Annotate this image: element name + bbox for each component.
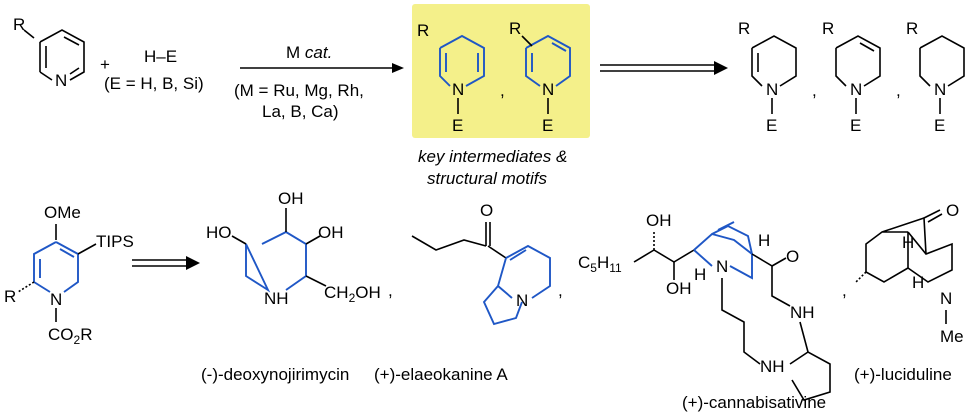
cannabisativine-o: O xyxy=(786,247,799,266)
comma-3: , xyxy=(896,81,901,100)
tetrahydropyridine-1: R N E xyxy=(738,19,797,135)
deoxynojirimycin-structure: OH HO OH CH2OH NH xyxy=(206,189,381,308)
precursor-tips: TIPS xyxy=(96,232,134,251)
pyridine-structure: R N xyxy=(13,15,85,90)
reagent-label: H–E xyxy=(144,47,177,66)
product-3-r-label: R xyxy=(906,19,918,38)
catalyst-arrow xyxy=(240,63,404,73)
name-deoxynojirimycin: (-)-deoxynojirimycin xyxy=(201,365,349,384)
caption-line-1: key intermediates & xyxy=(418,147,567,166)
intermediate-1-r-label: R xyxy=(417,21,429,40)
intermediate-2-n-label: N xyxy=(542,80,554,99)
luciduline-structure: O H H N Me xyxy=(855,201,964,346)
comma-4: , xyxy=(388,281,393,300)
piperidine: R N E xyxy=(906,19,965,135)
comma-2: , xyxy=(812,81,817,100)
dihydropyridine-precursor: OMe TIPS R N CO2R xyxy=(4,203,134,347)
multistep-arrow xyxy=(600,61,728,75)
luciduline-me: Me xyxy=(940,327,964,346)
product-2-e-label: E xyxy=(850,116,861,135)
pyridine-r-label: R xyxy=(13,15,25,34)
comma-6: , xyxy=(842,281,847,300)
dnj-ch2oh: CH2OH xyxy=(324,283,381,305)
bottom-double-arrow xyxy=(132,256,200,270)
intermediate-2-e-label: E xyxy=(542,116,553,135)
intermediate-2-r-label: R xyxy=(509,19,521,38)
cannabisativine-oh-bottom: OH xyxy=(666,279,692,298)
cannabisativine-n: N xyxy=(716,257,728,276)
intermediates-highlight-box xyxy=(412,4,590,138)
plus-sign: + xyxy=(100,55,110,74)
elaeokanine-n: N xyxy=(516,291,528,310)
luciduline-o: O xyxy=(946,201,959,220)
e-options-label: (E = H, B, Si) xyxy=(104,74,204,93)
cannabisativine-nh-ring: NH xyxy=(760,357,785,376)
luciduline-h-top: H xyxy=(902,233,914,252)
pyridine-n-label: N xyxy=(55,71,67,90)
cannabisativine-c5h11: C5H11 xyxy=(578,253,622,275)
name-elaeokanine-a: (+)-elaeokanine A xyxy=(374,365,508,384)
1-4-dihydropyridine: R N E xyxy=(417,21,485,135)
dnj-ho-left: HO xyxy=(206,223,232,242)
product-3-e-label: E xyxy=(934,116,945,135)
product-2-r-label: R xyxy=(822,19,834,38)
elaeokanine-o: O xyxy=(480,201,493,220)
precursor-ome: OMe xyxy=(44,203,81,222)
cannabisativine-oh-top: OH xyxy=(646,211,672,230)
product-1-n-label: N xyxy=(766,80,778,99)
intermediate-1-e-label: E xyxy=(452,116,463,135)
luciduline-h-bottom: H xyxy=(912,273,924,292)
dnj-oh-right: OH xyxy=(318,223,344,242)
elaeokanine-structure: O N xyxy=(411,201,551,326)
product-2-n-label: N xyxy=(850,80,862,99)
precursor-n: N xyxy=(50,290,62,309)
precursor-co2r: CO2R xyxy=(48,325,92,347)
precursor-r: R xyxy=(4,287,16,306)
product-1-r-label: R xyxy=(738,19,750,38)
name-luciduline: (+)-luciduline xyxy=(854,365,952,384)
caption-line-2: structural motifs xyxy=(427,169,547,188)
comma-1: , xyxy=(500,81,505,100)
cannabisativine-structure: C5H11 OH OH N H H O NH NH xyxy=(578,211,831,401)
cannabisativine-h-left: H xyxy=(694,265,706,284)
product-1-e-label: E xyxy=(766,116,777,135)
metals-line-2: La, B, Ca) xyxy=(262,102,339,121)
dnj-nh: NH xyxy=(264,289,289,308)
cannabisativine-nh-amide: NH xyxy=(790,303,815,322)
metals-line-1: (M = Ru, Mg, Rh, xyxy=(234,81,364,100)
tetrahydropyridine-2: R N E xyxy=(822,19,881,135)
name-cannabisativine: (+)-cannabisativine xyxy=(682,393,826,412)
cannabisativine-h-right: H xyxy=(758,231,770,250)
intermediate-1-n-label: N xyxy=(452,80,464,99)
1-2-dihydropyridine: R N E xyxy=(509,19,571,135)
dnj-oh-top: OH xyxy=(278,189,304,208)
luciduline-n: N xyxy=(940,289,952,308)
product-3-n-label: N xyxy=(934,80,946,99)
comma-5: , xyxy=(558,281,563,300)
catalyst-label: M cat. xyxy=(286,43,332,62)
